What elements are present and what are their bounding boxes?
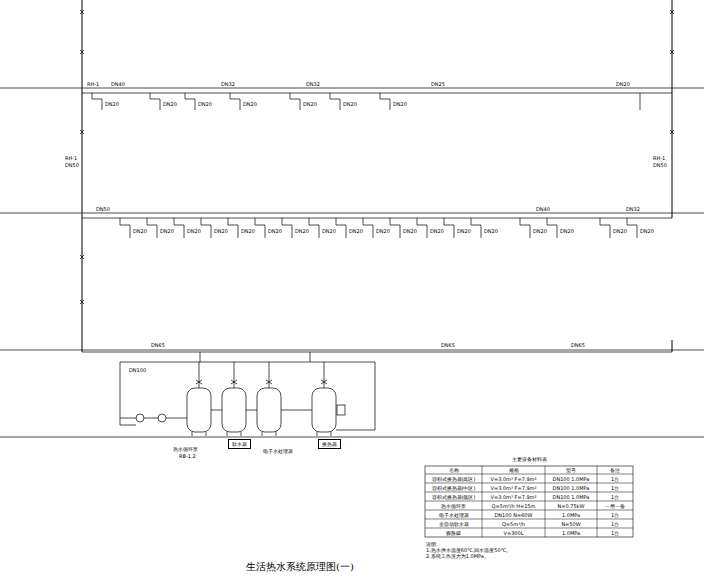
annotation-label: DN20 — [104, 101, 120, 107]
annotation-label: DN50 — [652, 162, 668, 168]
annotation-label: V=3.0m³ F=7.9m² — [490, 476, 538, 482]
annotation-label: DN100 1.0MPa — [552, 494, 591, 500]
annotation-label: DN20 — [559, 228, 575, 234]
annotation-label: V=3.0m³ F=7.9m² — [490, 494, 538, 500]
annotation-label: DN20 — [402, 228, 418, 234]
annotation-label: DN20 — [321, 228, 337, 234]
annotation-label: DN20 — [392, 101, 408, 107]
annotation-label: DN20 — [267, 228, 283, 234]
annotation-label: DN65 — [570, 342, 586, 348]
annotation-label: DN20 — [456, 228, 472, 234]
annotation-label: Q=5m³/h — [501, 521, 526, 527]
annotation-label: 1.0MPa — [561, 530, 581, 536]
annotation-label: 名称 — [448, 467, 460, 473]
annotation-label: RH-1 — [64, 155, 78, 161]
equipment-tag: 软水器 — [232, 441, 247, 447]
annotation-label: 1台 — [610, 530, 620, 536]
annotation-label: DN32 — [625, 206, 641, 212]
annotation-label: 一用一备 — [604, 503, 626, 509]
annotation-label: DN20 — [483, 228, 499, 234]
annotation-label: DN50 — [64, 162, 80, 168]
annotation-label: RH-1 — [86, 81, 100, 87]
annotation-label: DN20 — [162, 101, 178, 107]
annotation-label: 1台 — [610, 494, 620, 500]
annotation-label: DN32 — [305, 81, 321, 87]
annotation-label: 热水循环泵 — [440, 503, 467, 509]
annotation-label: DN20 — [342, 101, 358, 107]
annotation-label: DN20 — [615, 81, 631, 87]
annotation-label: DN25 — [430, 81, 446, 87]
annotation-label: 电子水处理器 — [262, 448, 294, 454]
annotation-label: DN20 — [612, 228, 628, 234]
annotation-label: 全自动软水器 — [438, 521, 470, 527]
annotation-label: DN32 — [220, 81, 236, 87]
annotation-label: 1台 — [610, 485, 620, 491]
annotation-label: DN20 — [429, 228, 445, 234]
annotation-label: 型号 — [565, 467, 577, 473]
annotation-label: 容积式换热器(高区) — [431, 476, 477, 482]
annotation-label: N=50W — [560, 521, 581, 527]
annotation-label: DN20 — [348, 228, 364, 234]
annotation-label: 1台 — [610, 521, 620, 527]
annotation-label: DN20 — [240, 228, 256, 234]
equipment-tag: 换热器 — [322, 441, 337, 447]
annotation-label: V=300L — [503, 530, 525, 536]
drawing-title: 生活热水系统原理图(一) — [246, 561, 354, 573]
equipment-tag-box: 换热器 — [318, 439, 341, 449]
annotation-label: 1.0MPa — [561, 512, 581, 518]
annotation-label: 主要设备材料表 — [511, 456, 548, 462]
annotation-label: DN50 — [95, 206, 111, 212]
annotation-label: RH-1 — [652, 155, 666, 161]
annotation-label: DN20 — [132, 228, 148, 234]
annotation-label: DN20 — [186, 228, 202, 234]
annotation-label: DN100 — [128, 367, 147, 373]
annotation-label: DN20 — [302, 101, 318, 107]
annotation-label: DN20 — [639, 228, 655, 234]
annotation-label: V=3.0m³ F=7.9m² — [490, 485, 538, 491]
equipment-tag-box: 软水器 — [228, 439, 251, 449]
annotation-label: 膨胀罐 — [445, 530, 462, 536]
annotation-label: DN100 N=60W — [494, 512, 534, 518]
annotation-label: 1台 — [610, 476, 620, 482]
annotation-label: DN40 — [535, 206, 551, 212]
annotation-label: RB-1,2 — [178, 453, 197, 459]
annotation-label: 2.系统工作压力为1.0MPa。 — [425, 553, 490, 559]
annotation-label: 热水循环泵 — [172, 446, 199, 452]
annotation-label: Q=5m³/h H=15m — [491, 503, 537, 509]
annotation-label: DN65 — [150, 342, 166, 348]
annotation-label: 容积式换热器(低区) — [431, 494, 477, 500]
annotation-label: 规格 — [508, 467, 520, 473]
annotation-label: DN20 — [197, 101, 213, 107]
annotation-label: DN20 — [375, 228, 391, 234]
annotation-label: DN20 — [242, 101, 258, 107]
annotation-label: DN65 — [440, 342, 456, 348]
annotation-label: DN20 — [213, 228, 229, 234]
annotation-label: DN100 1.0MPa — [552, 476, 591, 482]
annotation-label: N=0.75kW — [557, 503, 586, 509]
annotation-label: DN20 — [532, 228, 548, 234]
annotation-label: DN40 — [110, 81, 126, 87]
annotation-label: 备注 — [609, 467, 621, 473]
annotation-label: 容积式换热器(中区) — [431, 485, 477, 491]
annotation-label: 1台 — [610, 512, 620, 518]
annotation-label: DN20 — [159, 228, 175, 234]
annotation-label: DN100 1.0MPa — [552, 485, 591, 491]
annotation-label: 电子水处理器 — [438, 512, 470, 518]
annotation-label: DN20 — [294, 228, 310, 234]
